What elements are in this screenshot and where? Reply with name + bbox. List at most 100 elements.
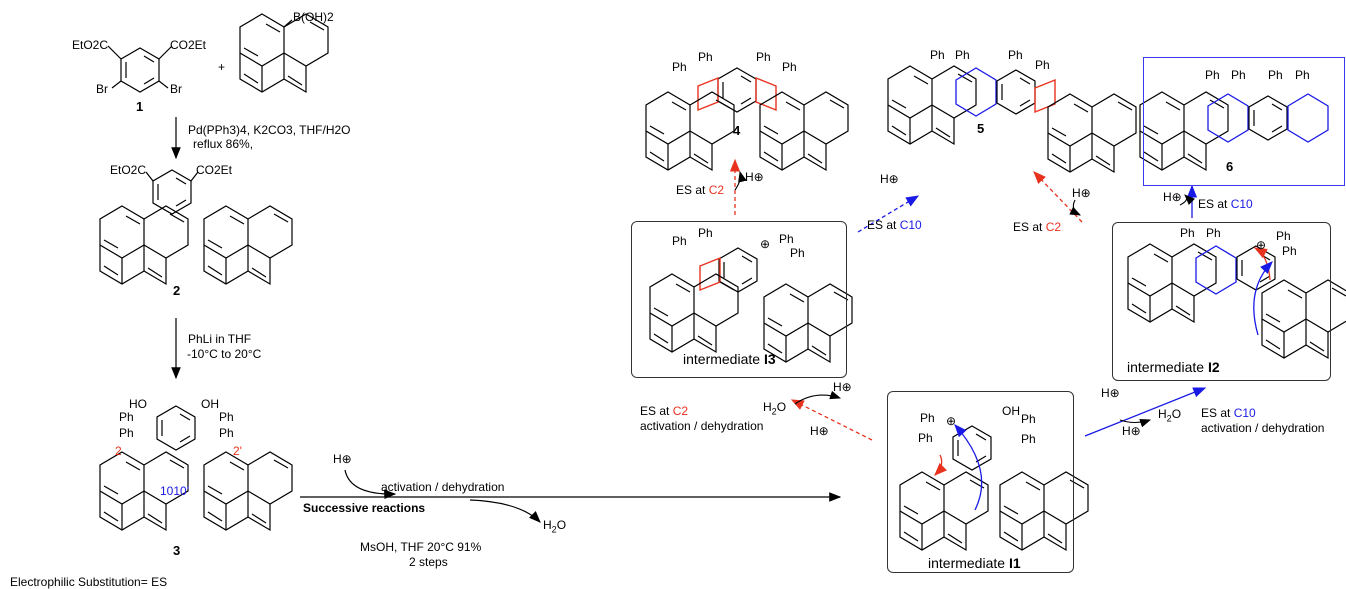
footnote-es: Electrophilic Substitution= ES	[10, 575, 168, 589]
h-plus-i1-to-i2-a: H⊕	[1101, 386, 1120, 400]
i3-cation: ⊕	[760, 237, 771, 251]
i1-ph2: Ph	[918, 431, 933, 445]
i2-cation: ⊕	[1256, 238, 1267, 252]
i3-ph1: Ph	[672, 234, 687, 248]
step3-h-plus: H⊕	[333, 452, 352, 466]
es-c10-product6: ES at C10	[1198, 197, 1253, 211]
i1-ph3: Ph	[1021, 412, 1036, 426]
compound-3-ph1: Ph	[119, 410, 134, 424]
product-6-ph2: Ph	[1231, 68, 1246, 82]
compound-2-number: 2	[173, 283, 181, 298]
product-6-structure	[1139, 91, 1329, 171]
h-plus-i1-to-i3-a: H⊕	[833, 380, 852, 394]
intermediate-i1-label: intermediate I1	[928, 555, 1021, 571]
product-4-ph1: Ph	[672, 60, 687, 74]
step1-reagents-line1: Pd(PPh3)4, K2CO3, THF/H2O	[188, 123, 351, 137]
product-4-structure	[645, 67, 849, 171]
pyrene-boronic-acid-structure	[239, 13, 329, 93]
es-c2-product5: ES at C2	[1013, 220, 1062, 234]
step1-reagents-line2: reflux 86%,	[193, 137, 254, 151]
compound-3-oh: OH	[201, 397, 219, 411]
arrow-i1-to-i2	[1084, 387, 1207, 437]
plus-sign: +	[218, 60, 226, 74]
compound-2-co2et: CO2Et	[196, 163, 233, 177]
step3-conditions-line1: MsOH, THF 20°C 91%	[360, 540, 482, 554]
step2-reagents-line2: -10°C to 20°C	[187, 347, 262, 361]
product-4-ph2: Ph	[698, 50, 713, 64]
h-plus-product4: H⊕	[745, 170, 764, 184]
activation-i1-to-i3: activation / dehydration	[640, 419, 764, 433]
i1-ph4: Ph	[1021, 432, 1036, 446]
i1-oh: OH	[1002, 404, 1020, 418]
i3-ph2: Ph	[698, 226, 713, 240]
compound-3-structure	[99, 405, 293, 531]
h-plus-product5-c10: H⊕	[880, 172, 899, 186]
compound-2-eto2c: EtO2C	[110, 163, 147, 177]
product-6-ph1: Ph	[1205, 68, 1220, 82]
compound-3-ph2: Ph	[119, 426, 134, 440]
compound-1-number: 1	[136, 99, 144, 114]
product-4-ph3: Ph	[756, 50, 771, 64]
i2-ph4: Ph	[1282, 244, 1297, 258]
step3-successive-label: Successive reactions	[303, 501, 426, 515]
h2o-i1-to-i2: H2O	[1158, 407, 1182, 424]
i1-cation: ⊕	[946, 414, 957, 428]
product-6-number: 6	[1226, 159, 1234, 174]
product-4-number: 4	[733, 123, 741, 138]
product-4-ph4: Ph	[782, 60, 797, 74]
i2-ph1: Ph	[1180, 226, 1195, 240]
step3-h2o: H2O	[543, 518, 567, 535]
compound-3-ph4: Ph	[219, 426, 234, 440]
compound-3-ho: HO	[129, 397, 147, 411]
i3-ph3: Ph	[779, 232, 794, 246]
product-6-box	[1143, 57, 1345, 186]
position-2prime-label: 2'	[233, 444, 242, 458]
product-5-number: 5	[977, 121, 985, 136]
arrow-i2-to-5-via-c2	[1033, 171, 1083, 223]
product-5-ph4: Ph	[1035, 58, 1050, 72]
intermediate-i2-box	[1112, 222, 1331, 381]
es-c10-product5: ES at C10	[867, 218, 922, 232]
boronic-acid-group: B(OH)2	[293, 10, 334, 24]
h2o-i1-to-i3: H2O	[763, 400, 787, 417]
step2-reagents-line1: PhLi in THF	[188, 332, 252, 346]
compound-3-ph3: Ph	[219, 410, 234, 424]
i2-ph3: Ph	[1276, 229, 1291, 243]
compound-1-structure	[107, 45, 173, 93]
product-5-ph1: Ph	[930, 48, 945, 62]
product-5-ph3: Ph	[1008, 48, 1023, 62]
intermediate-i2-label: intermediate I2	[1127, 359, 1220, 375]
intermediate-i2-structure	[1127, 243, 1346, 359]
step3-activation-label: activation / dehydration	[381, 480, 505, 494]
position-2-label: 2	[115, 444, 122, 458]
compound-1-eto2c: EtO2C	[72, 38, 109, 52]
intermediate-i3-box	[631, 221, 847, 378]
product-5-ph2: Ph	[955, 48, 970, 62]
compound-1-co2et: CO2Et	[170, 38, 207, 52]
h-plus-product5-c2: H⊕	[1072, 186, 1091, 200]
i3-ph4: Ph	[790, 246, 805, 260]
compound-1-br-right: Br	[170, 82, 182, 96]
h-plus-i1-to-i2-b: H⊕	[1122, 424, 1141, 438]
intermediate-i1-structure	[899, 424, 1089, 551]
activation-i1-to-i2: activation / dehydration	[1201, 421, 1325, 435]
position-1010prime-label: 1010'	[160, 484, 189, 498]
i1-ph1: Ph	[920, 411, 935, 425]
intermediate-i3-structure	[649, 247, 853, 363]
h-plus-i1-to-i3-b: H⊕	[810, 424, 829, 438]
step3-conditions-line2: 2 steps	[409, 555, 448, 569]
intermediate-i3-label: intermediate I3	[683, 351, 776, 367]
compound-2-structure	[99, 169, 293, 285]
intermediate-i1-box	[887, 391, 1074, 573]
product-5-structure	[887, 65, 1137, 173]
h-plus-product6: H⊕	[1163, 190, 1182, 204]
arrow-i2-to-5-via-c10	[857, 195, 920, 233]
es-c2-product4: ES at C2	[676, 183, 725, 197]
compound-1-br-left: Br	[96, 82, 108, 96]
i2-ph2: Ph	[1206, 226, 1221, 240]
arrow-i1-to-i3	[790, 399, 873, 441]
product-6-ph3: Ph	[1268, 68, 1283, 82]
es-c10-i1-to-i2: ES at C10	[1201, 406, 1256, 420]
product-6-ph4: Ph	[1295, 68, 1310, 82]
